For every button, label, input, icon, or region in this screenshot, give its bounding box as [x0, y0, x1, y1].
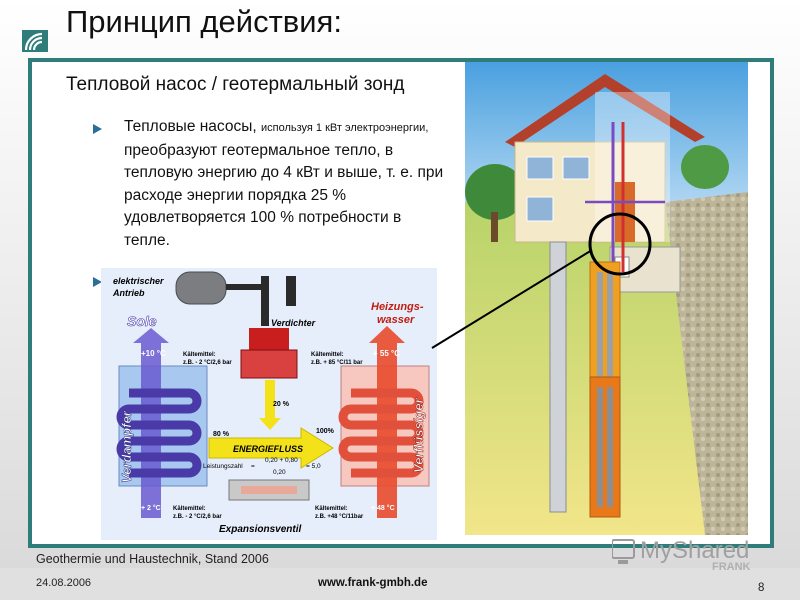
footer-date: 24.08.2006 [36, 577, 92, 589]
drive-label-2: Antrieb [112, 288, 145, 298]
bullet-rest: преобразуют геотермальное тепло, в тепло… [124, 141, 444, 249]
refrigerant-left: z.B. - 2 °C/2,6 bar [183, 360, 232, 366]
refrigerant-bottom-right: z.B. +48 °C/11bar [315, 514, 364, 520]
footer-bar [0, 568, 800, 600]
heat-pump-diagram: elektrischer Antrieb Verdichter Sole Hei… [101, 268, 437, 540]
refrigerant-label-left: Kältemittel: [183, 352, 216, 358]
compressor-label: Verdichter [271, 318, 316, 328]
percent-20: 20 % [273, 401, 290, 408]
refrigerant-right-top: z.B. + 85 °C/11 bar [311, 360, 363, 366]
percent-100: 100% [316, 428, 335, 435]
drive-label-1: elektrischer [113, 276, 164, 286]
refrigerant-label-bottom-right: Kältemittel: [315, 506, 348, 512]
cop-formula-top: 0,20 + 0,80 [265, 457, 298, 464]
bullet-small-text: используя 1 кВт электроэнергии, [261, 122, 429, 134]
page-title: Принцип действия: [66, 4, 342, 39]
house-geothermal-illustration [465, 62, 748, 535]
cop-equals: = [251, 463, 255, 470]
slide-subtitle: Тепловой насос / геотермальный зонд [66, 74, 405, 95]
footer-url[interactable]: www.frank-gmbh.de [318, 577, 428, 589]
heat-temp-out: + 55 °C [373, 349, 400, 358]
watermark-logo: MyShared FRANK [612, 537, 751, 573]
watermark-text: MyShared [640, 537, 749, 564]
refrigerant-bottom-left: z.B. - 2 °C/2,6 bar [173, 514, 222, 520]
cop-formula-bottom: 0,20 [273, 469, 286, 476]
sole-label: Sole [127, 313, 157, 329]
refrigerant-label-bottom-left: Kältemittel: [173, 506, 206, 512]
bullet-arrow-icon [93, 277, 102, 287]
bullet-lead: Тепловые насосы, [124, 118, 257, 135]
heat-temp-in: + 48 °C [371, 504, 395, 512]
refrigerant-label-right: Kältemittel: [311, 352, 344, 358]
condenser-label: Verflüssiger [411, 397, 426, 473]
sole-temp-in: +10 °C [141, 349, 166, 358]
heating-water-label-1: Heizungs- [371, 301, 424, 313]
evaporator-label: Verdampfer [119, 410, 134, 483]
page-number: 8 [758, 582, 765, 594]
energy-flow-label: ENERGIEFLUSS [233, 444, 303, 454]
cop-result: = 5,0 [306, 463, 321, 470]
watermark-brand: FRANK [712, 561, 751, 573]
source-note: Geothermie und Haustechnik, Stand 2006 [36, 552, 269, 566]
bullet-text: Тепловые насосы, используя 1 кВт электро… [124, 116, 444, 252]
expansion-valve-label: Expansionsventil [219, 524, 301, 535]
sole-temp-out: + 2 °C [141, 504, 161, 512]
percent-80: 80 % [213, 431, 230, 438]
frank-logo-icon [22, 30, 48, 52]
heating-water-label-2: wasser [377, 314, 415, 326]
cop-label: Leistungszahl [203, 463, 243, 470]
bullet-arrow-icon [93, 124, 102, 134]
